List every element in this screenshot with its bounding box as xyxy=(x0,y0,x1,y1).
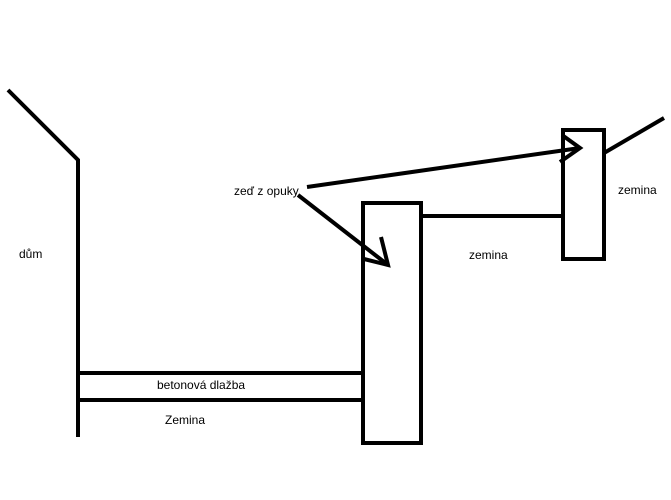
arrow-to-lower-wall xyxy=(296,193,391,268)
upper-terrain-slope xyxy=(602,116,666,155)
middle-soil-label: zemina xyxy=(469,248,508,262)
arrow-upper-shaft xyxy=(306,146,581,189)
arrow-lower-head xyxy=(363,236,391,268)
paving-label: betonová dlažba xyxy=(157,378,245,392)
upper-stone-wall xyxy=(561,128,606,261)
stone-wall-label: zeď z opuky xyxy=(234,184,299,198)
arrow-lower-shaft xyxy=(296,193,390,267)
lower-soil-label: Zemina xyxy=(165,413,205,427)
lower-stone-wall xyxy=(361,201,423,445)
upper-soil-label: zemina xyxy=(618,183,657,197)
arrow-to-upper-wall xyxy=(306,133,584,189)
house-wall-line xyxy=(6,88,80,437)
arrow-upper-head xyxy=(558,133,584,164)
house-label: dům xyxy=(19,247,42,261)
